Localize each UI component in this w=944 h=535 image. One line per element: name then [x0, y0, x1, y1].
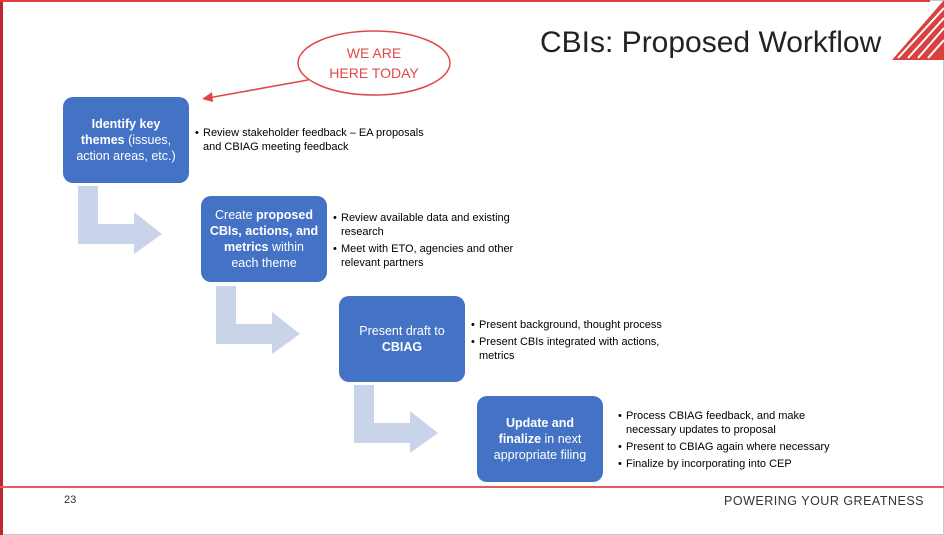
callout-text: WE ARE HERE TODAY: [296, 43, 452, 83]
footer-rule: [0, 486, 944, 488]
footer-tagline: POWERING YOUR GREATNESS: [724, 494, 924, 508]
bullet-item: Finalize by incorporating into CEP: [618, 457, 858, 471]
step-box-create-proposed: Create proposed CBIs, actions, and metri…: [201, 196, 327, 282]
callout-line-1: WE ARE: [346, 45, 402, 61]
bullet-item: Review available data and existing resea…: [333, 211, 543, 239]
step-4-bullets: Process CBIAG feedback, and make necessa…: [618, 409, 858, 474]
bullet-item: Present CBIs integrated with actions, me…: [471, 335, 686, 363]
bullet-item: Present to CBIAG again where necessary: [618, 440, 858, 454]
bent-arrow-1: [78, 186, 162, 254]
bent-arrow-2: [216, 286, 300, 354]
left-accent-bar: [0, 0, 3, 535]
slide-title: CBIs: Proposed Workflow: [540, 26, 882, 59]
step-2-bullets: Review available data and existing resea…: [333, 211, 543, 273]
bullet-item: Meet with ETO, agencies and other releva…: [333, 242, 543, 270]
step-1-bullets: Review stakeholder feedback – EA proposa…: [195, 126, 425, 157]
page-number: 23: [64, 494, 77, 506]
corner-stripes-logo: [892, 0, 944, 60]
bullet-item: Review stakeholder feedback – EA proposa…: [195, 126, 425, 154]
top-accent-line: [0, 0, 930, 2]
step-3-bullets: Present background, thought process Pres…: [471, 318, 686, 366]
step-box-identify-themes: Identify key themes (issues, action area…: [63, 97, 189, 183]
callout-pointer-arrow: [202, 79, 309, 102]
bent-arrow-3: [354, 385, 438, 453]
callout-line-2: HERE TODAY: [329, 65, 419, 81]
step-box-present-draft: Present draft to CBIAG: [339, 296, 465, 382]
callout-ellipse: [297, 30, 451, 96]
bullet-item: Present background, thought process: [471, 318, 686, 332]
bullet-item: Process CBIAG feedback, and make necessa…: [618, 409, 858, 437]
step-box-update-finalize: Update and finalize in next appropriate …: [477, 396, 603, 482]
